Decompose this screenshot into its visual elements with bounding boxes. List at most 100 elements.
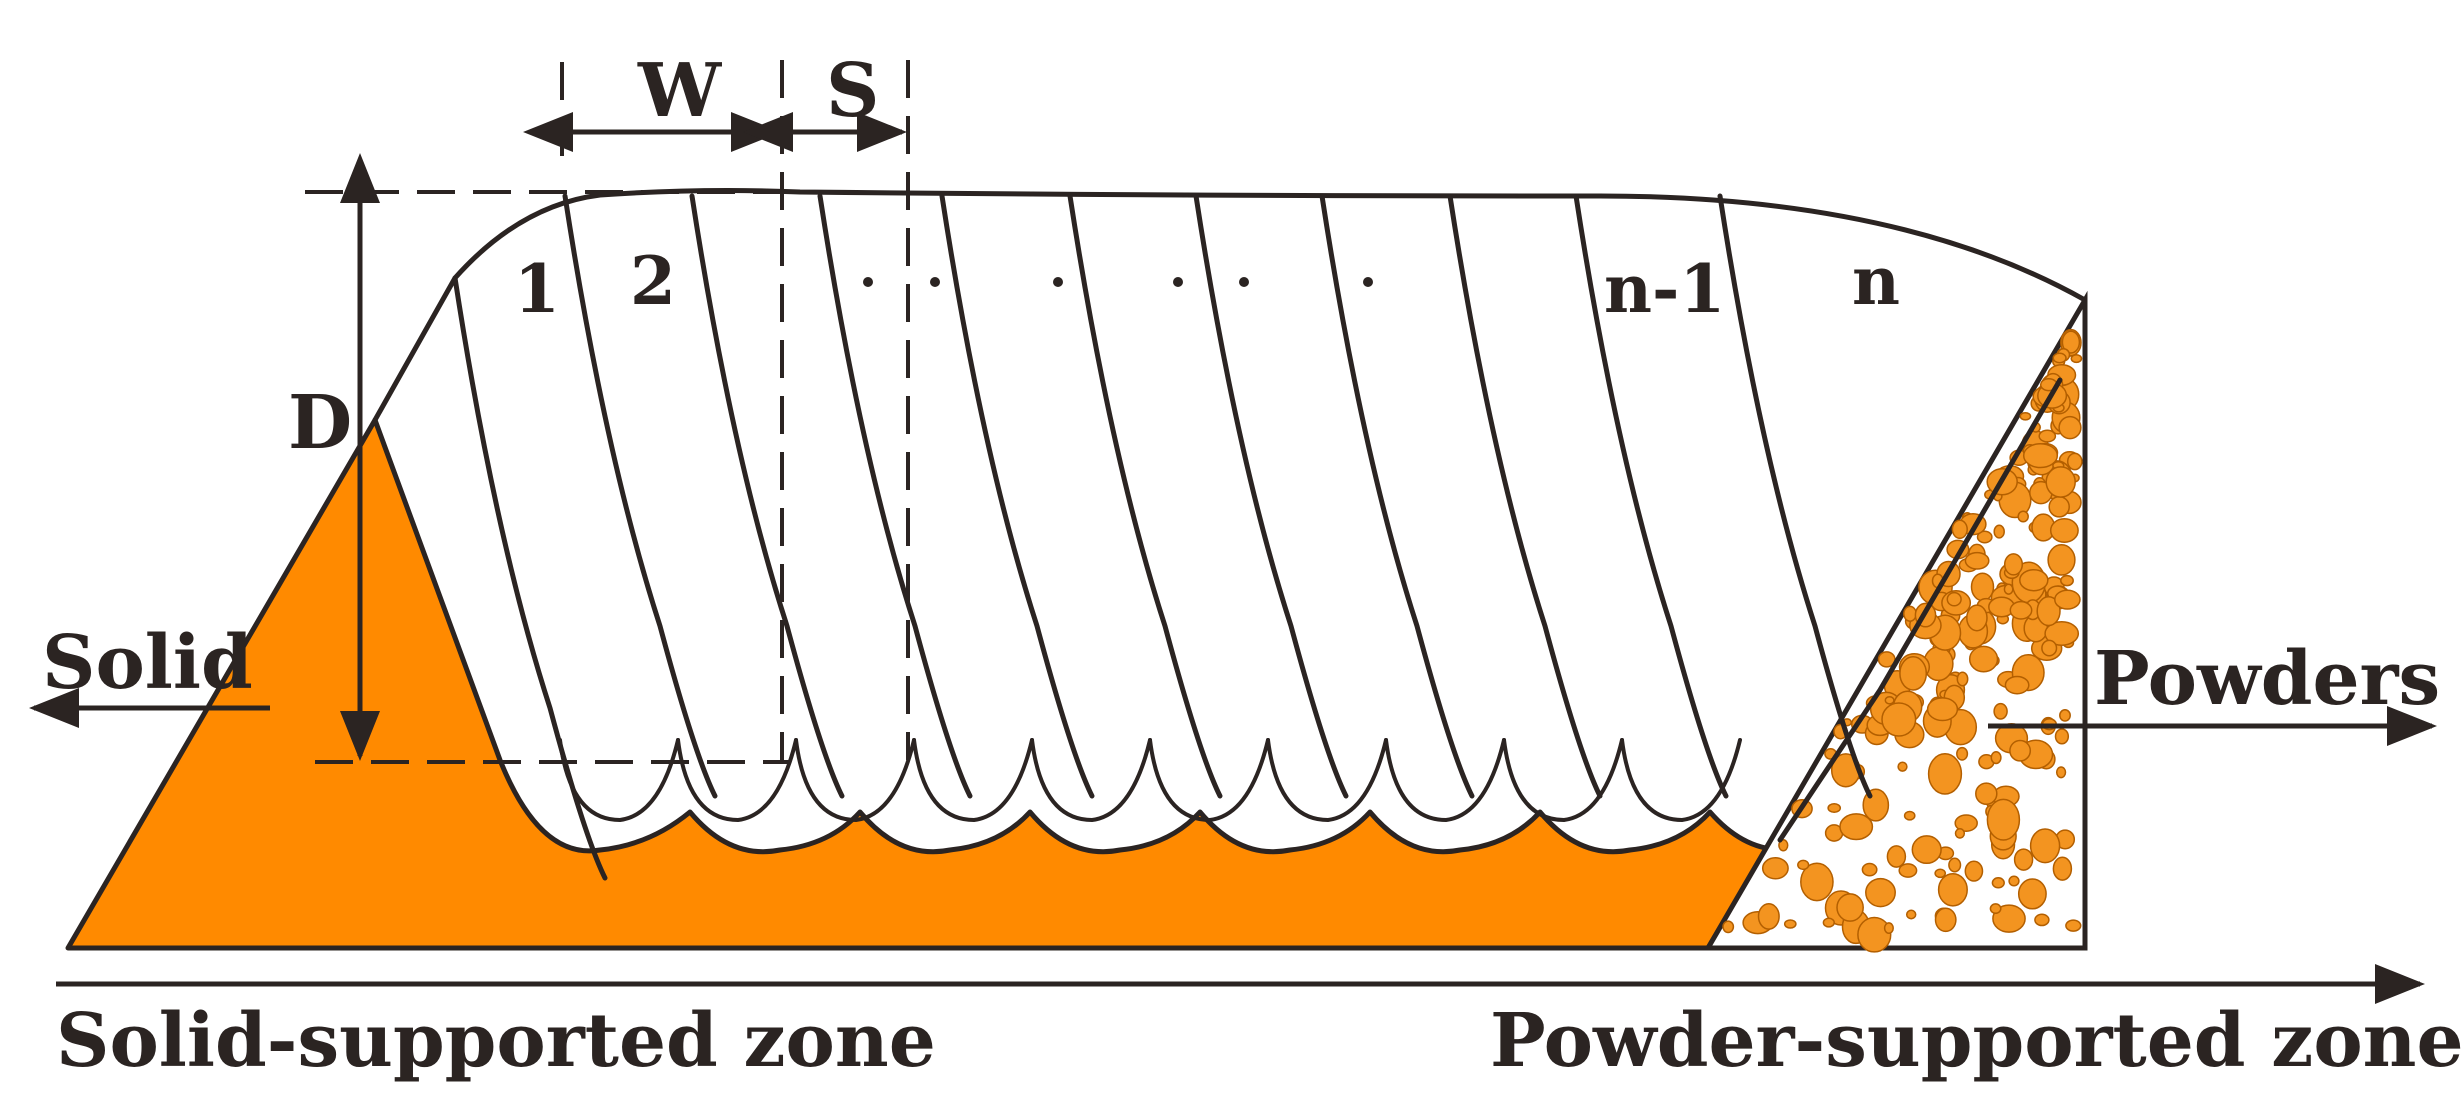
powder-particle (2013, 848, 2034, 871)
powder-particle (2022, 442, 2059, 469)
track-boundary (939, 193, 1095, 799)
powder-particle (2048, 495, 2070, 518)
powder-particle (2059, 709, 2071, 722)
track-boundary (1573, 193, 1729, 799)
powder-particle (1822, 917, 1835, 928)
powder-supported-zone-label: Powder-supported zone (1490, 998, 2462, 1084)
powder-particle (1975, 782, 1998, 806)
powder-particle (2045, 466, 2076, 498)
d-label: D (288, 380, 352, 466)
powders-label: Powders (2094, 636, 2440, 722)
deposited-tracks (452, 193, 1873, 881)
powder-particle (1722, 920, 1735, 934)
w-label: W (637, 48, 722, 134)
track-n-label: n (1852, 242, 1900, 320)
powder-particle (1905, 909, 1917, 920)
powder-particle (1857, 916, 1892, 953)
powder-particle (1884, 695, 1895, 705)
powder-particle (2003, 583, 2014, 595)
powder-particle (1954, 814, 1978, 832)
powder-particle (2054, 589, 2081, 610)
powder-particle (2054, 728, 2070, 745)
powder-particle (1992, 904, 2026, 933)
powder-particle (1937, 872, 1968, 907)
powder-particle (2047, 544, 2076, 576)
powder-particle (2066, 452, 2083, 471)
powder-particle (1897, 761, 1908, 772)
powder-particle (1934, 868, 1947, 879)
powder-particles (1722, 328, 2083, 953)
powder-particle (1946, 591, 1962, 607)
powder-particle (1898, 863, 1918, 878)
powder-particle (1991, 877, 2005, 889)
track-boundary (562, 193, 718, 799)
powder-particle (1948, 857, 1962, 873)
bead-arc (1384, 738, 1506, 822)
powder-particle (1883, 922, 1894, 935)
powder-particle (2009, 739, 2032, 762)
s-label: S (826, 48, 879, 134)
powder-particle (1934, 907, 1957, 933)
powder-particle (1761, 857, 1789, 880)
track-boundary (1447, 193, 1603, 799)
powder-particle (1911, 835, 1942, 865)
powder-particle (1800, 862, 1834, 902)
powder-particle (2017, 510, 2029, 523)
powder-particle (1778, 839, 1789, 852)
powder-particle (2044, 621, 2080, 646)
powder-particle (1976, 530, 1993, 544)
powder-particle (2034, 913, 2050, 927)
powder-particle (1886, 845, 1907, 868)
powder-particle (1839, 813, 1874, 841)
bead-arc (558, 738, 680, 822)
powder-particle (2019, 568, 2049, 592)
powder-particle (2049, 518, 2079, 543)
powder-particle (2009, 600, 2033, 620)
powder-particle (2065, 919, 2082, 932)
powder-particle (2052, 856, 2073, 881)
powder-particle (1797, 859, 1810, 871)
powder-particle (1993, 524, 2005, 539)
powder-particle (1956, 746, 1969, 761)
track-boundary (452, 275, 608, 881)
powder-particle (1757, 902, 1780, 930)
bead-arc (794, 738, 916, 822)
powder-particle (2004, 675, 2030, 695)
powder-particle (1951, 519, 1968, 540)
solid-supported-zone-label: Solid-supported zone (56, 998, 936, 1084)
powder-particle (2019, 411, 2032, 421)
powder-particle (1966, 604, 1988, 632)
powder-particle (2029, 828, 2061, 864)
solid-label: Solid (42, 620, 253, 706)
powder-particle (1827, 802, 1842, 814)
powder-particle (1989, 903, 2002, 915)
powder-particle (1990, 750, 2002, 765)
powder-particle (2041, 639, 2058, 657)
powder-particle (1903, 605, 1917, 622)
powder-particle (1927, 753, 1963, 795)
powder-particle (1986, 798, 2021, 841)
powder-particle (1970, 572, 1995, 602)
solid-substrate (65, 417, 1816, 951)
bead-arc (676, 738, 798, 822)
track-boundary (1067, 193, 1223, 799)
powder-particle (1993, 702, 2008, 720)
powder-particle (1926, 697, 1959, 722)
track-boundary (689, 193, 845, 799)
powder-particle (1968, 645, 1999, 673)
powder-particle (1964, 551, 1990, 570)
powder-particle (1954, 828, 1966, 839)
bead-arc (1620, 738, 1742, 822)
bead-arc (1266, 738, 1388, 822)
powder-particle (2060, 574, 2074, 587)
deposit-outline (372, 188, 2088, 423)
powder-particle (2017, 878, 2047, 910)
track-boundary (1193, 193, 1349, 799)
powder-particle (1903, 810, 1916, 821)
powder-particle (1956, 671, 1969, 687)
track-boundary (817, 193, 973, 799)
bead-arc (1030, 738, 1152, 822)
bead-arc (912, 738, 1034, 822)
powder-particle (2008, 875, 2020, 887)
